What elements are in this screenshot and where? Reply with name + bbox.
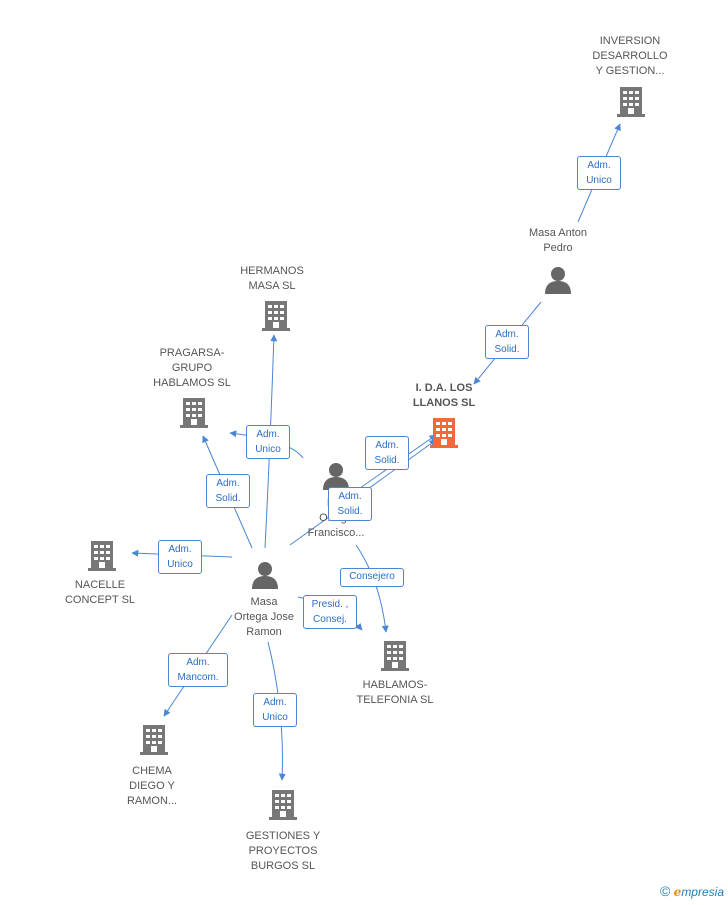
node-label: INVERSION DESARROLLO Y GESTION... <box>592 35 668 77</box>
brand-e: e <box>673 885 682 899</box>
person-icon <box>252 562 278 589</box>
edge-badge-hermanos[interactable]: Adm. Unico <box>246 425 290 459</box>
brand-name: mpresia <box>681 885 724 899</box>
node-gestiones[interactable]: GESTIONES Y PROYECTOS BURGOS SL <box>228 789 338 875</box>
node-inversion[interactable]: INVERSION DESARROLLO Y GESTION... <box>578 34 682 120</box>
node-label: NACELLE CONCEPT SL <box>64 579 136 606</box>
node-label: CHEMA DIEGO Y RAMON... <box>126 765 178 807</box>
brand-footer: © empresia <box>660 883 724 899</box>
edge-badge-nacelle[interactable]: Adm. Unico <box>158 540 202 574</box>
edge-francisco-hablamos <box>355 544 389 633</box>
building-icon <box>269 790 297 820</box>
node-pragarsa[interactable]: PRAGARSA- GRUPO HABLAMOS SL <box>142 346 242 432</box>
edge-badge-chema[interactable]: Adm. Mancom. <box>168 653 228 687</box>
edge-badge-anton-ida[interactable]: Adm. Solid. <box>485 325 529 359</box>
edge-badge-francisco-ida[interactable]: Adm. Solid. <box>365 436 409 470</box>
node-masa-anton-pedro[interactable]: Masa Anton Pedro <box>508 226 608 298</box>
node-label: PRAGARSA- GRUPO HABLAMOS SL <box>153 347 231 389</box>
edge-badge-gestiones[interactable]: Adm. Unico <box>253 693 297 727</box>
building-icon <box>88 541 116 571</box>
edge-badge-anton-inversion[interactable]: Adm. Unico <box>577 156 621 190</box>
node-label: I. D.A. LOS LLANOS SL <box>412 382 476 409</box>
edge-badge-consejero[interactable]: Consejero <box>340 568 404 587</box>
node-label: GESTIONES Y PROYECTOS BURGOS SL <box>245 830 321 872</box>
edge-badge-joseramon-ida[interactable]: Adm. Solid. <box>328 487 372 521</box>
building-icon <box>262 301 290 331</box>
building-icon <box>180 398 208 428</box>
node-nacelle[interactable]: NACELLE CONCEPT SL <box>50 540 150 612</box>
node-label: Masa Anton Pedro <box>528 227 588 254</box>
building-icon <box>617 87 645 117</box>
node-ida-los-llanos[interactable]: I. D.A. LOS LLANOS SL <box>394 381 494 455</box>
node-label: HERMANOS MASA SL <box>240 265 304 292</box>
person-icon <box>323 463 349 490</box>
node-hermanos-masa[interactable]: HERMANOS MASA SL <box>222 264 322 336</box>
building-icon <box>140 725 168 755</box>
edge-badge-presid-consej[interactable]: Presid. , Consej. <box>303 595 357 629</box>
person-icon <box>545 267 571 294</box>
node-label: HABLAMOS- TELEFONIA SL <box>356 679 434 706</box>
edge-badge-pragarsa[interactable]: Adm. Solid. <box>206 474 250 508</box>
node-label: Masa Ortega Jose Ramon <box>234 596 294 638</box>
node-hablamos-telefonia[interactable]: HABLAMOS- TELEFONIA SL <box>340 640 450 712</box>
copyright-icon: © <box>660 883 671 899</box>
node-masa-ortega-jose-ramon[interactable]: Masa Ortega Jose Ramon <box>214 561 314 641</box>
node-chema[interactable]: CHEMA DIEGO Y RAMON... <box>102 724 202 810</box>
building-icon <box>430 418 458 448</box>
building-icon <box>381 641 409 671</box>
